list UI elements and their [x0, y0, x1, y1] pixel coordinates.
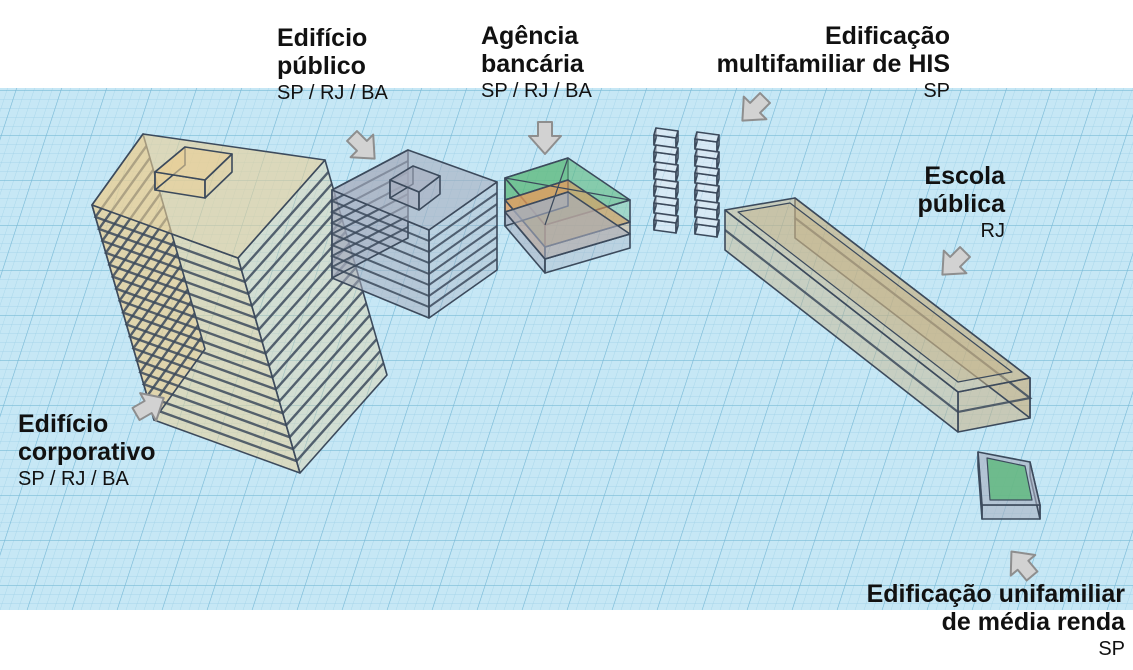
- box-top-face: [653, 178, 679, 190]
- label-states: SP: [923, 80, 950, 102]
- box-top-face: [91, 133, 326, 259]
- label-edificio-corporativo: Edifício corporativo SP / RJ / BA: [18, 410, 156, 490]
- single-family-house: [977, 451, 1041, 520]
- floor-line: [329, 204, 498, 287]
- roof-ridge-line: [544, 157, 569, 226]
- floor-line: [138, 300, 375, 427]
- label-title: de média renda: [941, 608, 1125, 636]
- box-top-face: [694, 165, 720, 177]
- arrow-icon: [1009, 550, 1039, 582]
- floor-line: [145, 324, 382, 451]
- box-top-face: [504, 191, 631, 260]
- arrow-icon: [131, 392, 165, 422]
- arrow-icon: [941, 246, 971, 276]
- box-top-face: [653, 127, 679, 139]
- arrow-icon: [528, 121, 562, 155]
- label-states: SP / RJ / BA: [481, 80, 592, 102]
- box-top-face: [694, 216, 720, 228]
- floor-line: [107, 193, 344, 320]
- box-top-face: [653, 212, 679, 224]
- box-top-face: [694, 148, 720, 160]
- floor-line: [124, 252, 361, 379]
- floor-line: [329, 226, 498, 309]
- floor-line: [131, 276, 368, 403]
- floor-line: [329, 193, 498, 276]
- label-title: bancária: [481, 50, 584, 78]
- label-title: Agência: [481, 22, 579, 50]
- label-title: Edifício: [18, 410, 109, 438]
- his-multifamily-building: [653, 127, 720, 238]
- floor-line: [127, 264, 364, 391]
- floor-line: [110, 204, 347, 332]
- label-agencia-bancaria: Agência bancária SP / RJ / BA: [481, 22, 592, 102]
- floor-line: [329, 215, 498, 298]
- label-unifamiliar: Edificação unifamiliar de média renda SP: [867, 580, 1125, 660]
- floor-line: [148, 336, 385, 463]
- floor-line: [121, 240, 357, 367]
- arrow-icon: [741, 92, 771, 122]
- label-escola-publica: Escola pública RJ: [917, 162, 1005, 242]
- box-top-face: [694, 199, 720, 211]
- label-title: Edificação: [824, 22, 950, 50]
- box-top-face: [653, 161, 679, 173]
- bank-agency-building: [504, 157, 631, 274]
- box-front-face: [981, 504, 1041, 520]
- box-top-face: [653, 144, 679, 156]
- floor-line: [134, 288, 371, 415]
- label-title: Edificação unifamiliar: [866, 580, 1125, 608]
- label-title: público: [277, 52, 366, 80]
- label-title: corporativo: [18, 438, 156, 466]
- public-building: [329, 149, 498, 319]
- floor-line: [141, 312, 378, 439]
- label-edificio-publico: Edifício público SP / RJ / BA: [277, 24, 388, 104]
- arrows: [131, 92, 1039, 582]
- label-title: multifamiliar de HIS: [716, 50, 950, 78]
- label-title: pública: [917, 190, 1005, 218]
- corporate-tower: [91, 133, 388, 474]
- box-top-face: [694, 131, 720, 143]
- box-top-face: [653, 195, 679, 207]
- label-states: SP: [1098, 638, 1125, 660]
- public-school-building: [724, 197, 1033, 433]
- school-inner-roof: [737, 202, 1013, 383]
- box-top-face: [389, 165, 441, 193]
- label-title: Edifício: [277, 24, 368, 52]
- label-states: RJ: [980, 220, 1005, 242]
- box-top-face: [724, 197, 1031, 393]
- box-top-face: [694, 182, 720, 194]
- roof-ridge-line: [504, 177, 631, 201]
- floor-line: [117, 228, 354, 355]
- house-roof: [986, 457, 1033, 501]
- label-his: Edificação multifamiliar de HIS SP: [717, 22, 950, 102]
- label-title: Escola: [924, 162, 1005, 190]
- arrow-icon: [346, 130, 376, 160]
- label-states: SP / RJ / BA: [277, 82, 388, 104]
- box-top-face: [154, 146, 233, 181]
- floor-line: [114, 216, 351, 344]
- label-states: SP / RJ / BA: [18, 468, 129, 490]
